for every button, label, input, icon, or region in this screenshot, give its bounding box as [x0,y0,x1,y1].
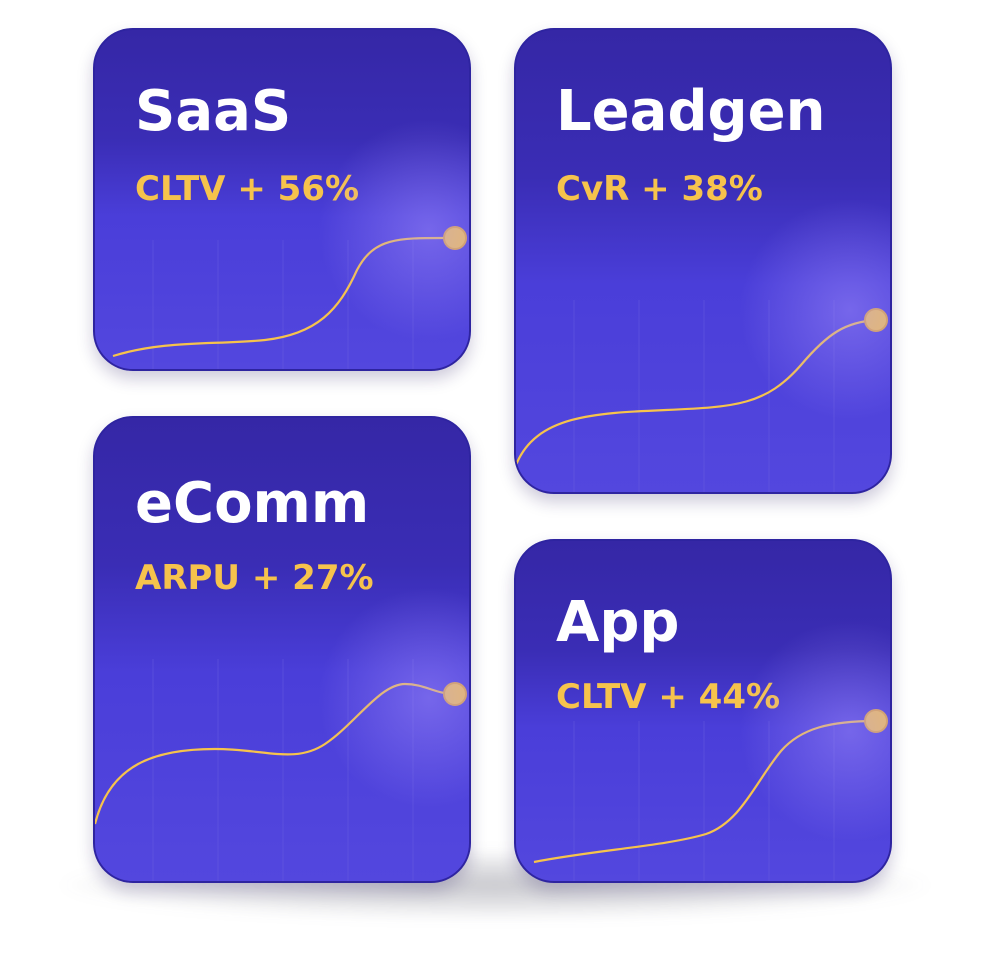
growth-curve-chart [516,300,888,492]
chart-gridlines [573,721,835,881]
growth-curve-line [95,682,456,825]
saas-card: SaaS CLTV + 56% [93,28,471,371]
card-metric: CLTV + 44% [556,677,781,717]
chart-gridlines [573,300,835,492]
growth-curve-chart [112,226,467,369]
curve-endpoint-marker [443,682,467,706]
chart-gridlines [152,240,414,369]
card-metric: CLTV + 56% [135,169,360,209]
card-title: App [556,590,680,655]
curve-endpoint-marker [443,226,467,250]
ecomm-card: eComm ARPU + 27% [93,416,471,883]
card-metric: ARPU + 27% [135,558,374,598]
card-metric: CvR + 38% [556,169,763,209]
curve-endpoint-marker [864,308,888,332]
growth-curve-line [516,318,877,466]
chart-gridlines [152,659,414,881]
leadgen-card: Leadgen CvR + 38% [514,28,892,494]
growth-curve-chart [533,709,888,881]
app-card: App CLTV + 44% [514,539,892,883]
growth-curve-line [112,236,456,358]
card-title: SaaS [135,79,292,144]
growth-curve-chart [95,659,467,881]
growth-curve-line [533,719,877,864]
curve-endpoint-marker [864,709,888,733]
card-title: Leadgen [556,79,826,144]
card-title: eComm [135,471,370,536]
